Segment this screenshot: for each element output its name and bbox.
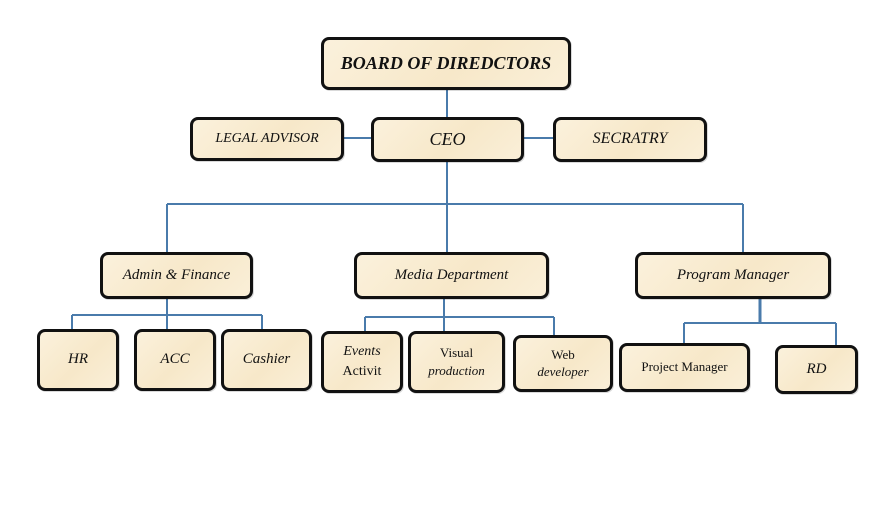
web-developer-line2: developer — [537, 363, 589, 379]
board-of-directors-node: BOARD OF DIREDCTORS — [321, 37, 571, 90]
legal-advisor-node: LEGAL ADVISOR — [190, 117, 344, 161]
cashier-label: Cashier — [242, 351, 291, 368]
events-activity-line1: Events — [343, 343, 381, 359]
cashier-node: Cashier — [221, 329, 312, 391]
events-activity-node: Events Activit — [321, 331, 403, 393]
acc-label: ACC — [160, 351, 190, 368]
web-developer-node: Web developer — [513, 335, 613, 392]
events-activity-line2: Activit — [342, 364, 382, 379]
hr-label: HR — [68, 351, 88, 368]
acc-node: ACC — [134, 329, 216, 391]
secretary-node: SECRATRY — [553, 117, 707, 162]
program-manager-node: Program Manager — [635, 252, 831, 299]
rd-label: RD — [806, 360, 827, 377]
visual-production-node: Visual production — [408, 331, 505, 393]
media-department-label: Media Department — [394, 266, 509, 283]
admin-finance-label: Admin & Finance — [122, 266, 231, 283]
media-department-node: Media Department — [354, 252, 549, 299]
project-manager-node: Project Manager — [619, 343, 750, 392]
admin-finance-node: Admin & Finance — [100, 252, 253, 299]
ceo-label: CEO — [429, 129, 466, 150]
hr-node: HR — [37, 329, 119, 391]
rd-node: RD — [775, 345, 858, 394]
web-developer-line1: Web — [551, 346, 575, 362]
ceo-node: CEO — [371, 117, 524, 162]
visual-production-line1: Visual — [439, 344, 474, 360]
secretary-label: SECRATRY — [592, 130, 668, 148]
project-manager-label: Project Manager — [641, 359, 728, 375]
legal-advisor-label: LEGAL ADVISOR — [215, 130, 319, 146]
board-of-directors-label: BOARD OF DIREDCTORS — [340, 53, 552, 74]
visual-production-line2: production — [428, 362, 485, 378]
program-manager-label: Program Manager — [676, 266, 790, 283]
